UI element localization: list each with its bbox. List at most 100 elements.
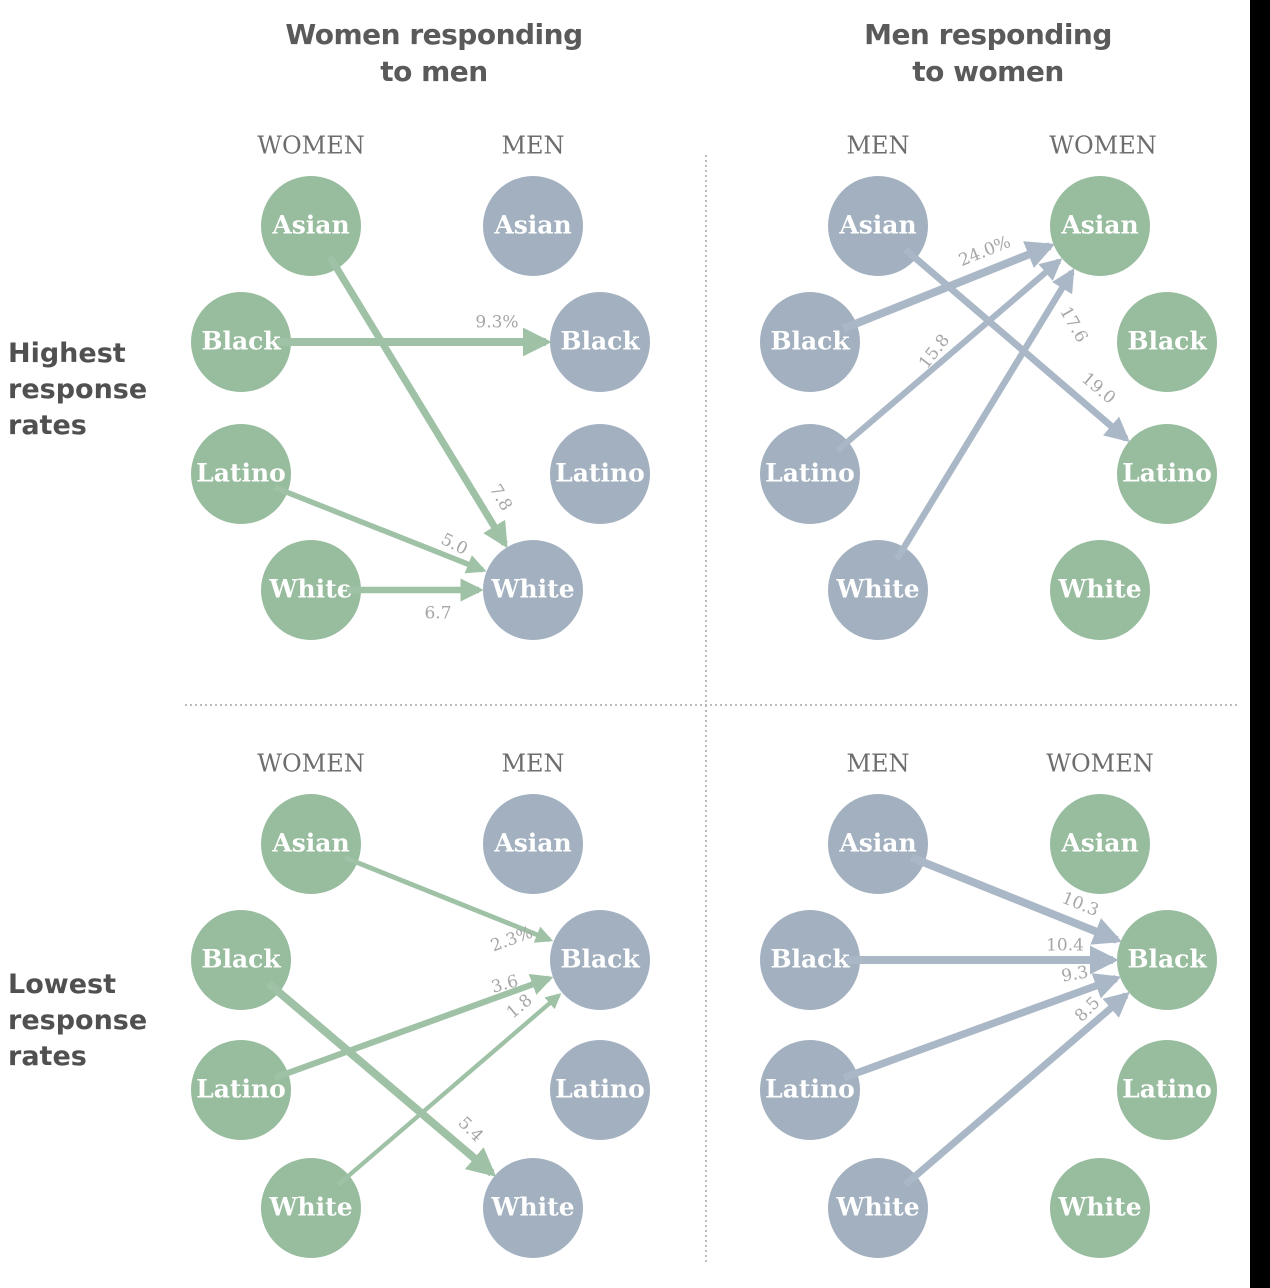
arrow-latino-to-black: [273, 973, 554, 1081]
arrow-rate-label: 7.8: [485, 481, 516, 514]
node-label: Black: [201, 945, 281, 974]
node-label: Black: [1127, 945, 1207, 974]
row-label-lowest: Lowest response rates: [8, 967, 178, 1075]
node-label: Latino: [196, 459, 286, 488]
arrow-asian-to-black: [909, 853, 1123, 945]
arrow-rate-label: 2.3%: [488, 923, 535, 957]
node-label: Black: [1127, 327, 1207, 356]
arrow-rate-label: 15.8: [915, 331, 954, 373]
node-label: White: [835, 1193, 919, 1222]
women-node-latino: [191, 1040, 291, 1140]
node-label: Asian: [271, 211, 349, 240]
side-header-women: WOMEN: [1046, 750, 1153, 778]
node-label: Asian: [1060, 829, 1138, 858]
arrow-rate-label: 6.7: [424, 604, 451, 624]
men-node-white: [828, 1158, 928, 1258]
men-node-asian: [828, 176, 928, 276]
side-header-men: MEN: [501, 132, 564, 160]
column-title-men-to-women: Men responding to women: [808, 16, 1168, 90]
men-node-black: [550, 292, 650, 392]
men-node-black: [550, 910, 650, 1010]
node-label: White: [268, 575, 352, 604]
text-line: response: [8, 1005, 148, 1036]
text-line: to women: [912, 55, 1064, 88]
arrow-asian-to-black: [343, 855, 554, 943]
women-node-asian: [1050, 794, 1150, 894]
women-node-latino: [1117, 1040, 1217, 1140]
men-node-black: [760, 292, 860, 392]
arrow-white-to-black: [903, 991, 1130, 1188]
text-line: Highest: [8, 338, 126, 369]
node-label: Latino: [555, 1075, 645, 1104]
women-node-white: [1050, 540, 1150, 640]
side-header-women: WOMEN: [257, 750, 364, 778]
text-line: rates: [8, 1041, 87, 1072]
men-node-white: [483, 1158, 583, 1258]
arrow-rate-label: 9.3%: [475, 313, 518, 333]
arrow-rate-label: 10.4: [1046, 936, 1084, 956]
women-node-asian: [261, 176, 361, 276]
node-label: Latino: [1122, 1075, 1212, 1104]
men-node-asian: [828, 794, 928, 894]
side-header-men: MEN: [501, 750, 564, 778]
node-label: Asian: [493, 829, 571, 858]
arrow-asian-to-white: [326, 254, 508, 549]
women-node-white: [261, 1158, 361, 1258]
side-header-women: WOMEN: [257, 132, 364, 160]
node-label: Asian: [838, 829, 916, 858]
node-label: Asian: [271, 829, 349, 858]
women-node-black: [191, 292, 291, 392]
node-label: Latino: [196, 1075, 286, 1104]
node-label: Black: [770, 327, 850, 356]
node-label: Black: [201, 327, 281, 356]
women-node-asian: [261, 794, 361, 894]
node-label: Asian: [493, 211, 571, 240]
text-line: response: [8, 374, 148, 405]
text-line: to men: [380, 55, 488, 88]
column-title-women-to-men: Women responding to men: [254, 16, 614, 90]
arrow-rate-label: 9.3: [1060, 962, 1090, 986]
men-node-white: [828, 540, 928, 640]
side-header-women: WOMEN: [1049, 132, 1156, 160]
women-node-latino: [191, 424, 291, 524]
node-label: White: [490, 575, 574, 604]
women-node-black: [1117, 910, 1217, 1010]
node-label: Latino: [765, 459, 855, 488]
node-label: White: [1057, 575, 1141, 604]
men-node-latino: [550, 1040, 650, 1140]
node-label: Asian: [1060, 211, 1138, 240]
node-label: Black: [770, 945, 850, 974]
node-label: Asian: [838, 211, 916, 240]
arrow-latino-to-black: [842, 973, 1122, 1082]
arrow-white-to-black: [336, 993, 562, 1187]
node-label: Black: [560, 945, 640, 974]
node-label: White: [490, 1193, 574, 1222]
text-line: Men responding: [864, 18, 1112, 51]
node-label: Black: [560, 327, 640, 356]
women-node-asian: [1050, 176, 1150, 276]
node-label: Latino: [765, 1075, 855, 1104]
men-node-asian: [483, 794, 583, 894]
men-node-latino: [760, 424, 860, 524]
node-label: Latino: [1122, 459, 1212, 488]
side-header-men: MEN: [846, 132, 909, 160]
text-line: Lowest: [8, 969, 116, 1000]
arrow-white-to-asian: [893, 268, 1075, 561]
arrow-asian-to-latino: [903, 246, 1130, 443]
side-header-men: MEN: [846, 750, 909, 778]
women-node-latino: [1117, 424, 1217, 524]
node-label: Latino: [555, 459, 645, 488]
women-node-black: [1117, 292, 1217, 392]
men-node-black: [760, 910, 860, 1010]
men-node-white: [483, 540, 583, 640]
arrow-latino-to-white: [273, 484, 487, 574]
men-node-latino: [550, 424, 650, 524]
arrow-latino-to-asian: [835, 258, 1063, 453]
text-line: Women responding: [285, 18, 583, 51]
